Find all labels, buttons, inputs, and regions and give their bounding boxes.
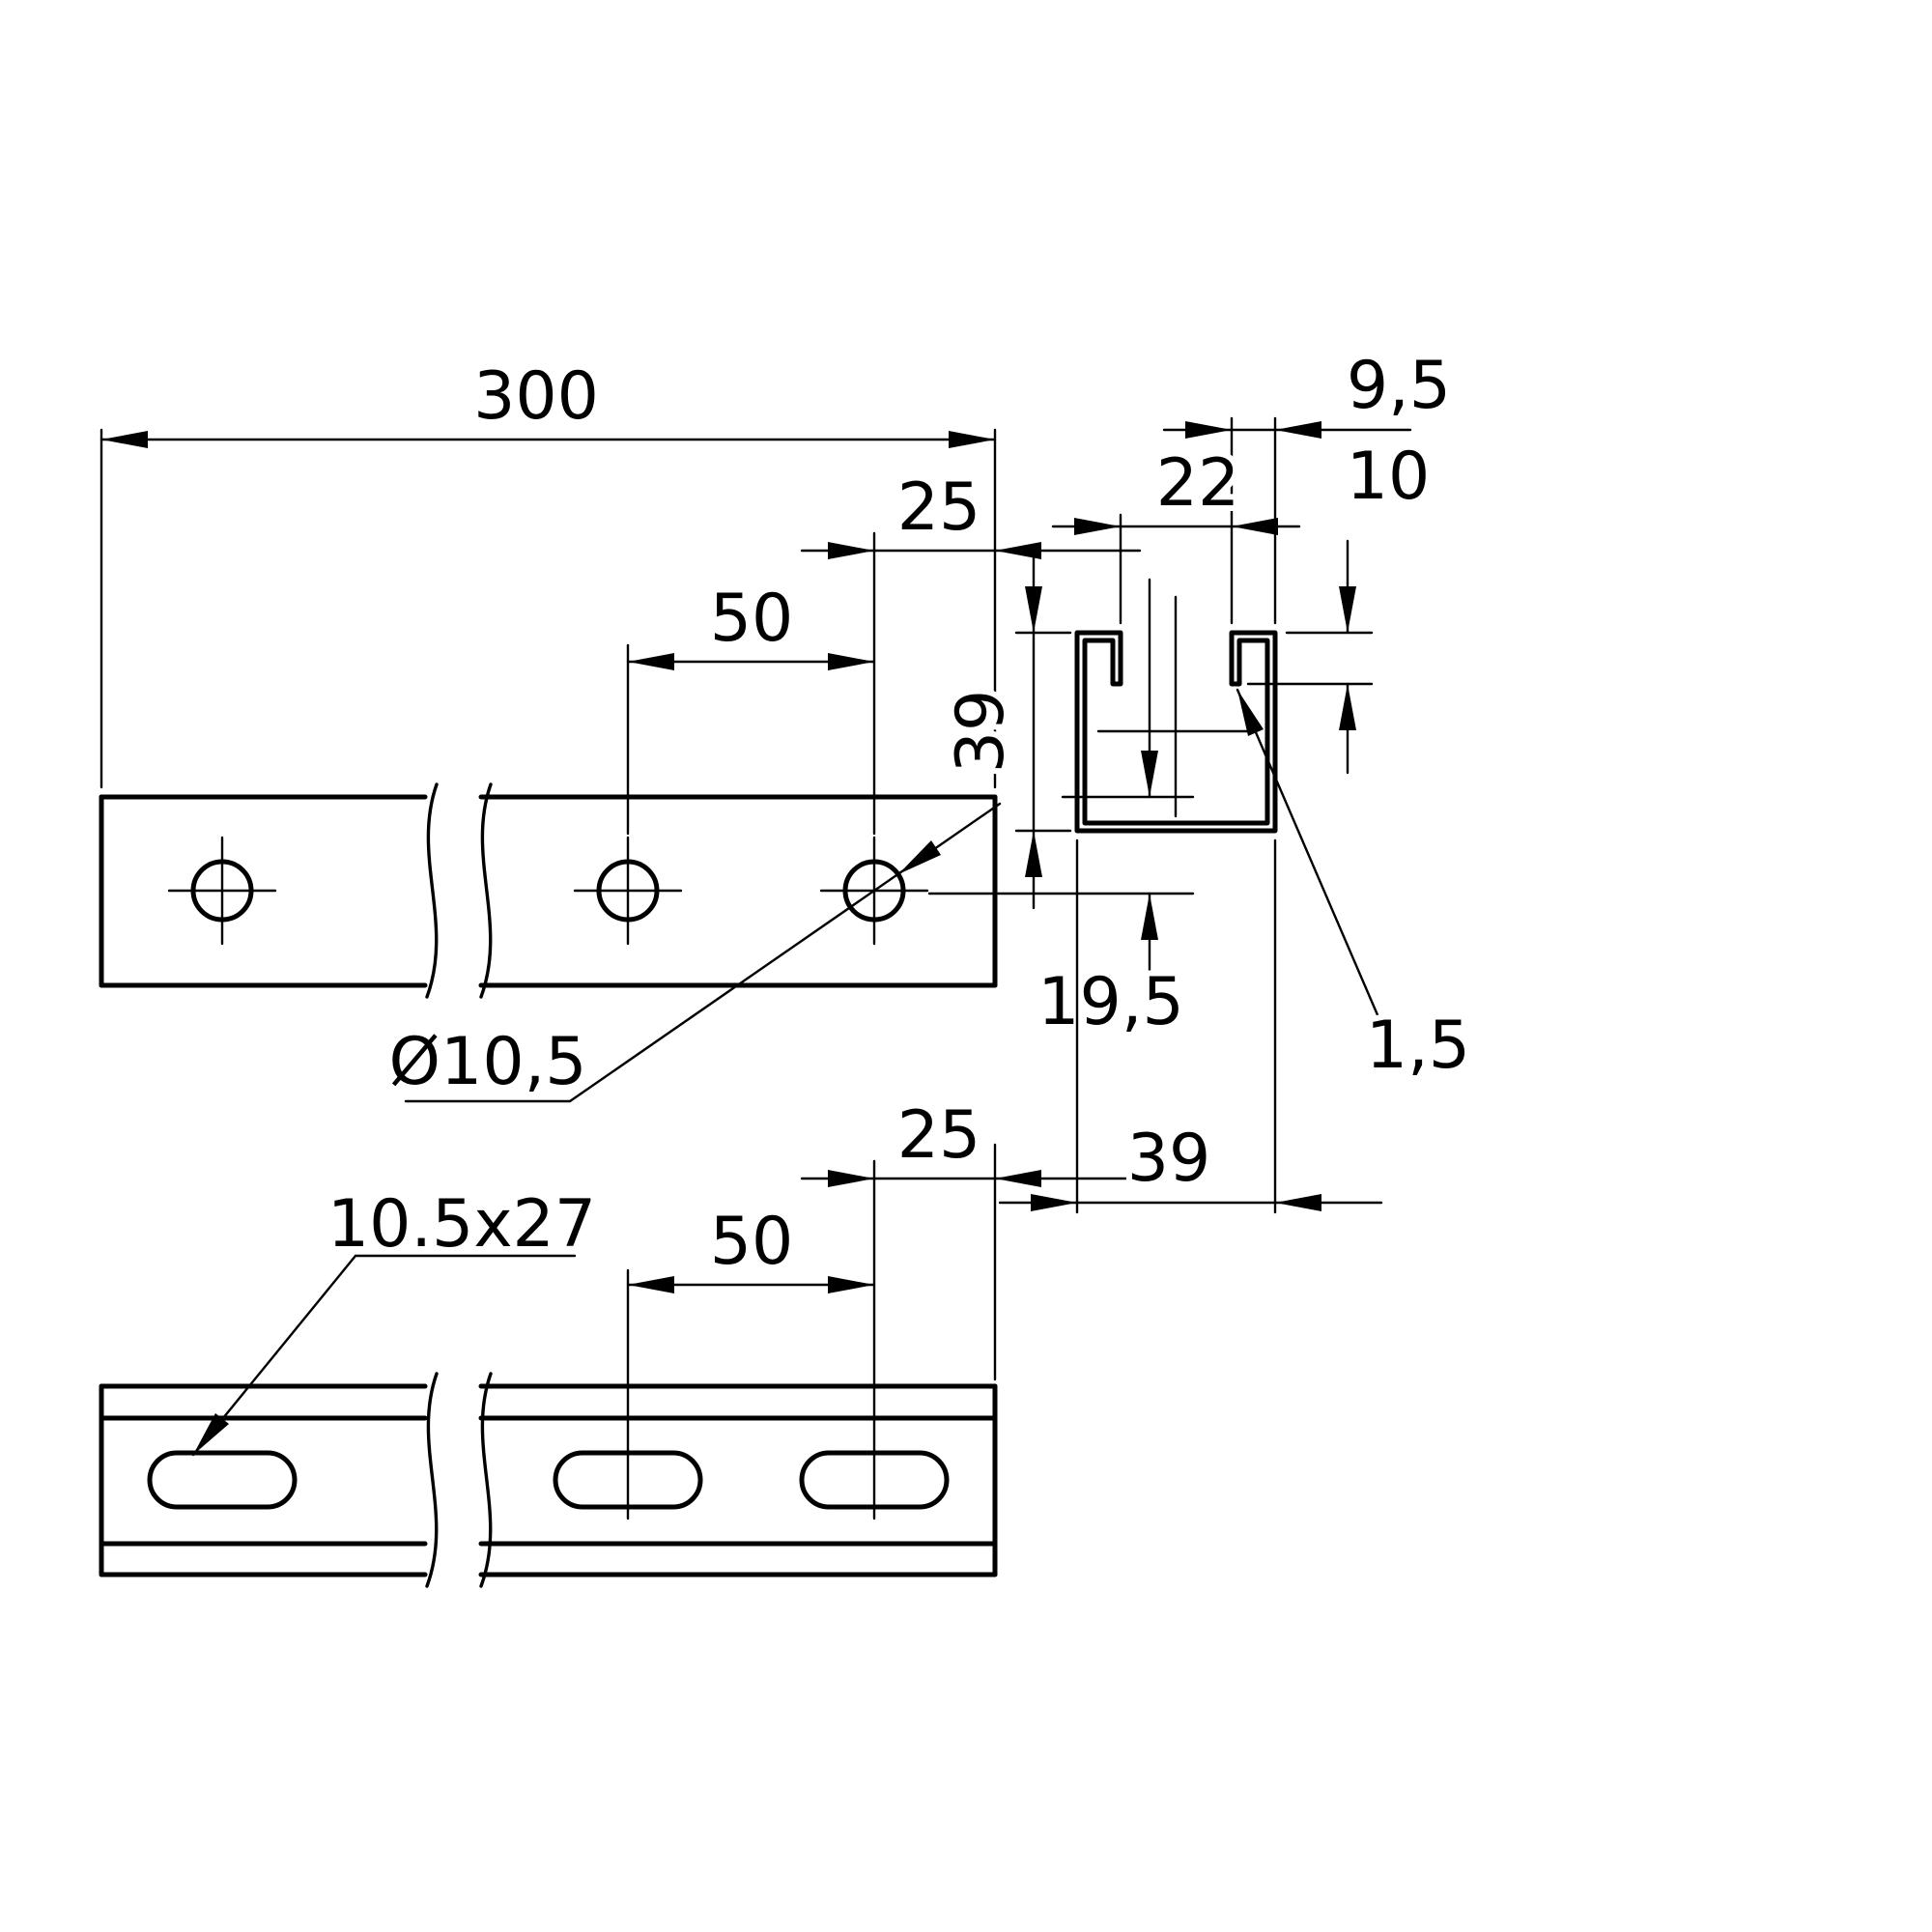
break-line xyxy=(479,782,493,999)
dim-hole-center-height: 19,5 xyxy=(1037,964,1183,1040)
c-channel-section: 22 9,5 10 39 xyxy=(937,342,1476,1214)
break-line xyxy=(425,1372,439,1588)
dim-profile-width: 39 xyxy=(1127,1121,1211,1197)
label-hole-diameter: Ø10,5 xyxy=(384,802,1002,1106)
break-line xyxy=(425,782,439,999)
dimension-lip-width: 9,5 xyxy=(1162,342,1457,625)
dimension-lip-depth: 10 xyxy=(1246,433,1435,775)
dim-lip-depth: 10 xyxy=(1347,439,1431,515)
dimension-end-hole-offset: 25 xyxy=(800,464,1142,836)
dimension-overall-length: 300 xyxy=(99,353,997,789)
dimension-hole-pitch: 50 xyxy=(626,575,876,836)
label-wall-thickness: 1,5 xyxy=(1236,688,1476,1090)
dim-slot-size: 10.5x27 xyxy=(327,1186,596,1263)
break-line xyxy=(479,1372,493,1588)
dim-opening-width: 22 xyxy=(1156,445,1240,522)
dim-wall-thickness: 1,5 xyxy=(1366,1008,1470,1084)
dimension-profile-width: 39 xyxy=(998,838,1383,1214)
round-hole xyxy=(573,836,683,946)
dimension-profile-height: 39 xyxy=(937,554,1072,910)
dimension-slot-pitch: 50 xyxy=(626,1198,876,1520)
dim-slot-pitch: 50 xyxy=(710,1204,794,1280)
dim-lip-width: 9,5 xyxy=(1347,348,1451,424)
label-slot-size: 10.5x27 xyxy=(191,1180,602,1457)
dim-hole-pitch: 50 xyxy=(710,581,794,657)
dim-hole-diameter: Ø10,5 xyxy=(389,1024,587,1100)
dimension-end-slot-offset: 25 xyxy=(800,1092,1140,1520)
dim-end-slot-offset: 25 xyxy=(897,1097,981,1174)
dim-profile-height: 39 xyxy=(943,690,1019,774)
dim-overall-length: 300 xyxy=(473,358,599,435)
dimension-opening-width: 22 xyxy=(1051,416,1301,625)
front-view-round-holes: 300 25 50 19,5 xyxy=(99,353,1195,1106)
slotted-hole xyxy=(147,1450,298,1510)
round-hole xyxy=(167,836,277,946)
channel-profile xyxy=(1074,630,1278,834)
front-view-slotted-holes: 25 50 10.5x27 xyxy=(99,1092,1140,1588)
dimension-hole-center-height: 19,5 xyxy=(927,578,1195,1046)
dim-end-hole-offset: 25 xyxy=(897,469,981,546)
